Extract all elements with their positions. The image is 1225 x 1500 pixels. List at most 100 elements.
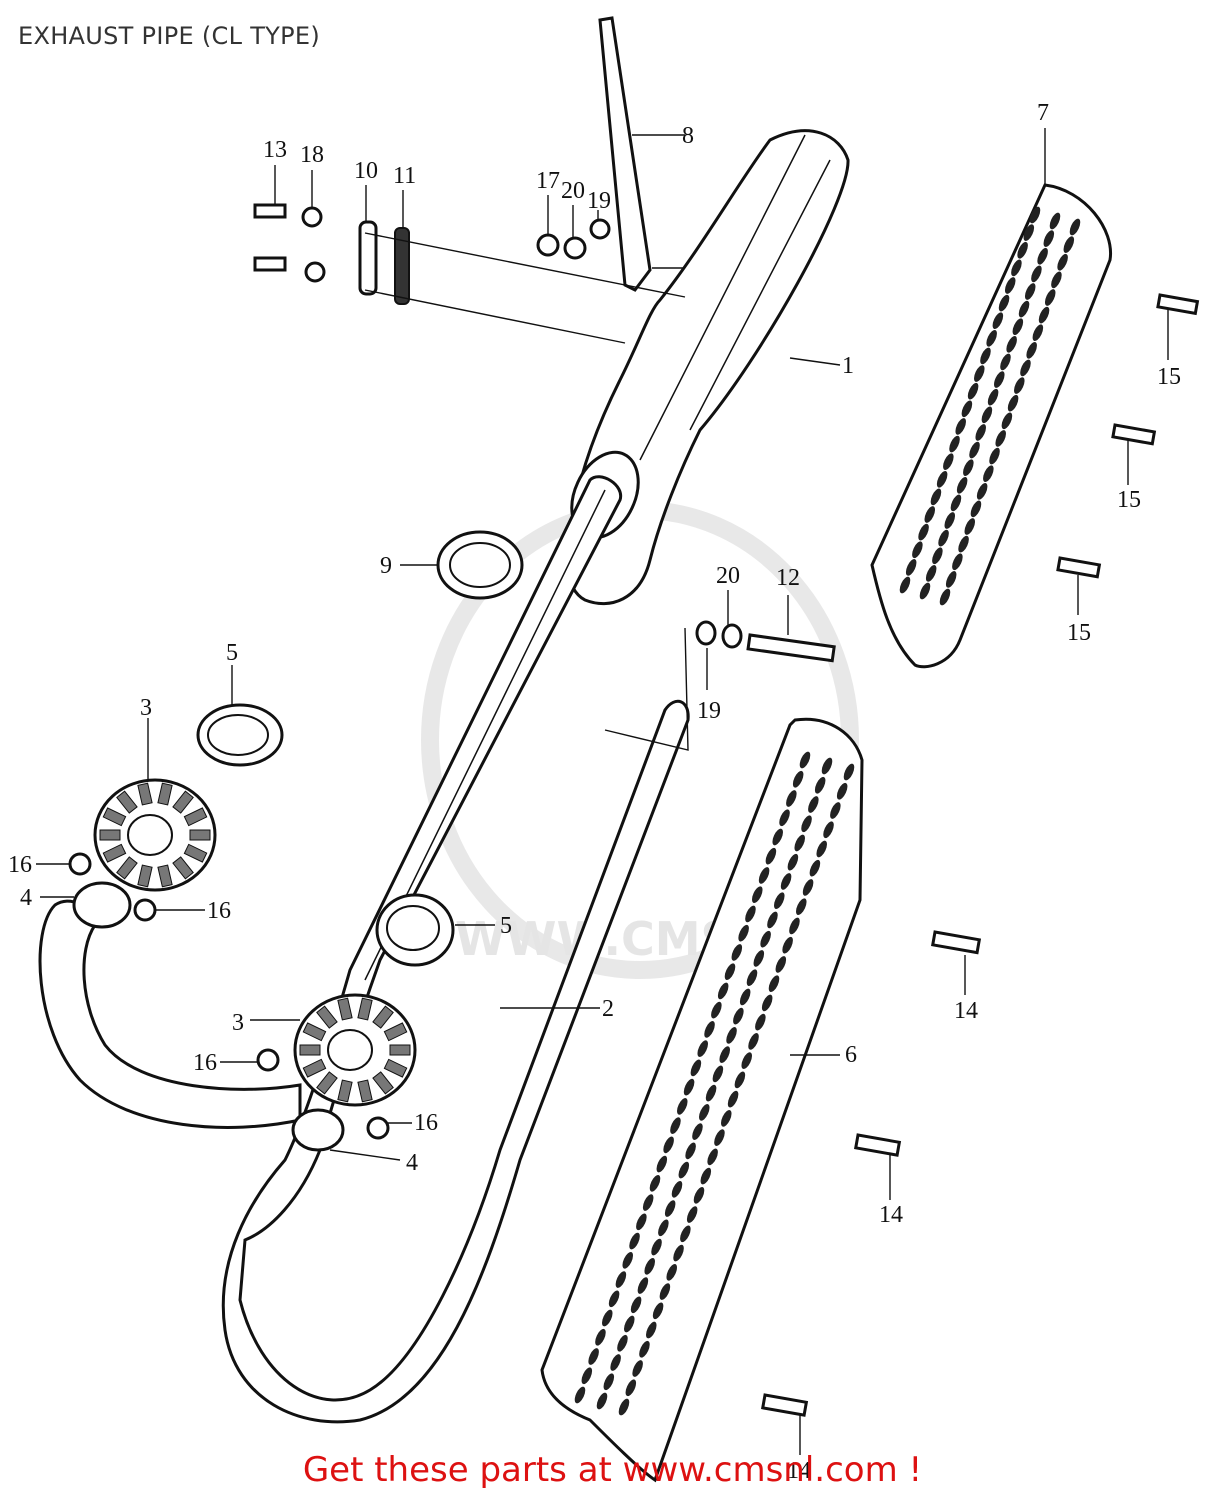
vent-slot bbox=[774, 892, 785, 910]
shop-link-banner[interactable]: Get these parts at www.cmsnl.com ! bbox=[302, 1450, 923, 1490]
callout-11: 11 bbox=[393, 163, 416, 189]
vent-slot bbox=[745, 905, 756, 923]
vent-slot bbox=[1018, 300, 1030, 318]
vent-slot bbox=[767, 911, 778, 929]
vent-slot bbox=[618, 1398, 630, 1416]
vent-slot bbox=[1038, 306, 1050, 324]
vent-slot bbox=[700, 1167, 712, 1185]
vent-slot bbox=[664, 1200, 676, 1217]
vent-slot bbox=[1032, 324, 1044, 342]
vent-slot bbox=[970, 500, 982, 518]
vent-slot bbox=[1001, 412, 1013, 430]
vent-slot bbox=[932, 547, 943, 565]
callout-4b: 4 bbox=[406, 1150, 418, 1176]
vent-slot bbox=[678, 1161, 690, 1179]
vent-slot bbox=[663, 1136, 674, 1154]
vent-slot bbox=[733, 1007, 744, 1025]
vent-slot bbox=[801, 815, 812, 833]
vent-slot bbox=[936, 470, 948, 488]
vent-slot bbox=[821, 757, 833, 775]
vent-slot bbox=[734, 1071, 746, 1089]
vent-slot bbox=[761, 994, 773, 1012]
cooling-fin bbox=[183, 843, 208, 863]
cooling-fin bbox=[357, 997, 373, 1021]
leader-lines bbox=[36, 128, 1169, 1455]
vent-slot bbox=[1049, 212, 1061, 230]
callout-17: 17 bbox=[536, 168, 560, 194]
cooling-fin-lower bbox=[293, 993, 417, 1107]
vent-slot bbox=[1051, 271, 1062, 289]
vent-slot bbox=[1029, 206, 1041, 224]
callout-19b: 19 bbox=[697, 698, 721, 724]
vent-slot bbox=[830, 802, 841, 819]
vent-slot bbox=[642, 1194, 654, 1211]
cooling-fin bbox=[137, 864, 153, 888]
vent-slot bbox=[652, 1302, 664, 1320]
vent-slot bbox=[809, 859, 821, 877]
vent-slot bbox=[939, 588, 951, 606]
vent-slot bbox=[1031, 265, 1042, 283]
vent-slot bbox=[677, 1098, 688, 1115]
vent-slot bbox=[758, 867, 770, 884]
callout-14c: 14 bbox=[787, 1458, 811, 1484]
vent-slot bbox=[1011, 259, 1022, 277]
callout-16c: 16 bbox=[193, 1050, 217, 1076]
vent-slot bbox=[998, 294, 1010, 312]
vent-slot bbox=[683, 1078, 695, 1096]
callout-5b: 5 bbox=[500, 913, 512, 939]
cooling-fin bbox=[102, 807, 127, 827]
collar-lower bbox=[375, 893, 455, 967]
vent-slot bbox=[981, 406, 993, 424]
vent-slot bbox=[1043, 230, 1055, 247]
callout-2: 2 bbox=[602, 996, 614, 1022]
hardware bbox=[68, 203, 1200, 1417]
vent-slot bbox=[938, 529, 949, 547]
vent-slot bbox=[671, 1181, 683, 1198]
vent-slot bbox=[707, 1148, 718, 1166]
vent-slot bbox=[823, 821, 834, 839]
vent-slot bbox=[1026, 342, 1037, 359]
heat-guard-upper bbox=[870, 183, 1113, 669]
vent-slot bbox=[705, 1084, 717, 1102]
vent-slot bbox=[622, 1251, 633, 1269]
collar-upper bbox=[196, 703, 284, 767]
vent-slot bbox=[588, 1348, 599, 1365]
vent-slot bbox=[964, 518, 976, 535]
vent-slot bbox=[739, 988, 751, 1006]
vent-slot bbox=[1037, 247, 1048, 265]
callout-3b: 3 bbox=[232, 1010, 244, 1036]
vent-slot bbox=[649, 1175, 661, 1192]
vent-slot bbox=[974, 365, 985, 382]
vent-slot bbox=[986, 330, 997, 347]
vent-slot bbox=[1004, 277, 1016, 294]
callout-15a: 15 bbox=[1157, 364, 1181, 390]
vent-slot bbox=[843, 763, 855, 781]
callout-15b: 15 bbox=[1117, 487, 1141, 513]
vent-slot bbox=[1006, 336, 1017, 353]
vent-slot bbox=[659, 1283, 671, 1300]
callout-labels: 1 2 3 3 4 4 5 5 6 7 8 9 10 11 12 13 14 1… bbox=[8, 100, 1181, 1484]
vent-slot bbox=[1023, 224, 1035, 241]
cooling-fin bbox=[357, 1079, 373, 1103]
vent-slot bbox=[969, 441, 980, 459]
cooling-fin bbox=[337, 1079, 353, 1103]
vent-slot bbox=[651, 1238, 662, 1256]
vent-slot bbox=[617, 1334, 628, 1352]
vent-slot bbox=[816, 840, 827, 858]
vent-slot bbox=[760, 930, 771, 948]
vent-slot bbox=[680, 1225, 691, 1243]
callout-19a: 19 bbox=[587, 188, 611, 214]
cooling-fin bbox=[157, 864, 173, 888]
cooling-fin bbox=[383, 1058, 408, 1078]
cooling-fin bbox=[316, 1005, 338, 1029]
vent-slot bbox=[1007, 394, 1019, 412]
cooling-fin bbox=[337, 997, 353, 1021]
vent-slot bbox=[629, 1232, 640, 1250]
vent-slot bbox=[905, 559, 917, 576]
callout-20a: 20 bbox=[561, 178, 585, 204]
vent-slot bbox=[719, 1046, 730, 1063]
vent-slot bbox=[712, 1065, 724, 1083]
vent-slot bbox=[782, 936, 793, 954]
vent-slot bbox=[930, 488, 942, 506]
